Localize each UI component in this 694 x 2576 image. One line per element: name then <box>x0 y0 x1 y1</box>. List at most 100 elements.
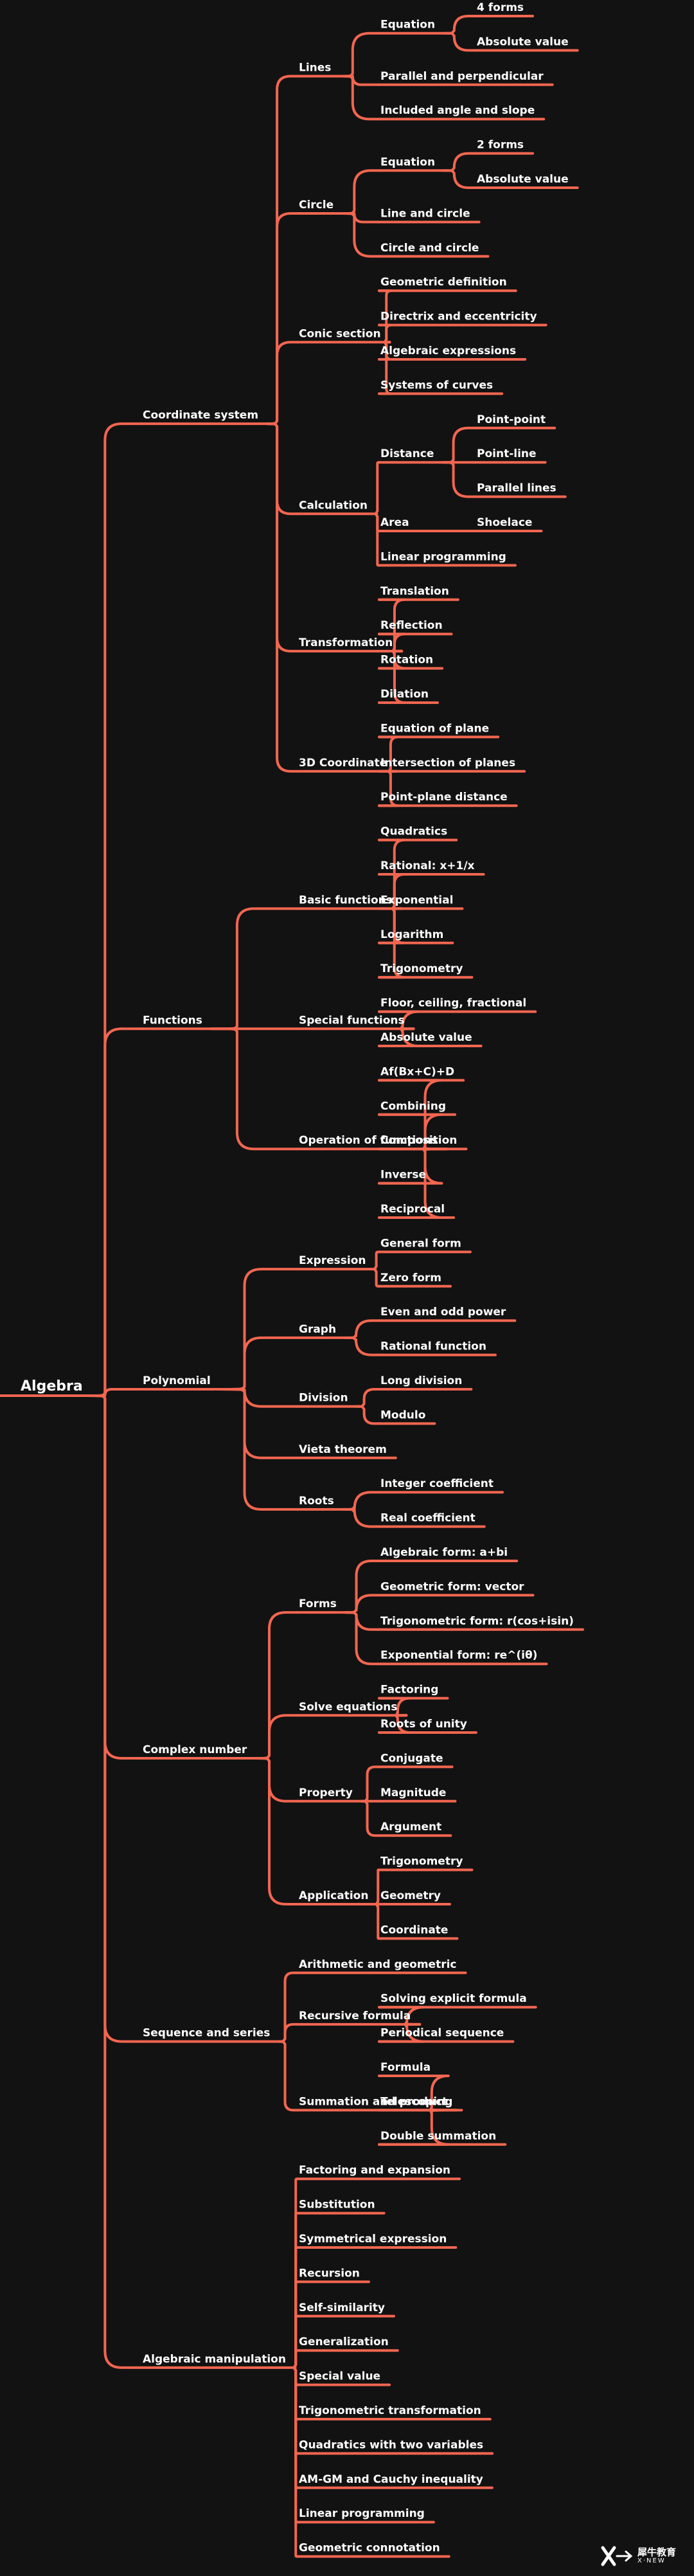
node-included-angle-and-slope: Included angle and slope <box>380 104 535 117</box>
connector-absolute-value <box>443 169 477 189</box>
node-general-form: General form <box>380 1237 461 1250</box>
logo-text-bottom: X·NEW <box>637 2557 666 2564</box>
connector-solve-equations <box>254 1714 299 1760</box>
node-calculation: Calculation <box>299 499 368 512</box>
node-functions: Functions <box>143 1014 202 1027</box>
node-trigonometric-form-r-cos-isin: Trigonometric form: r(cos+isin) <box>380 1615 574 1628</box>
node-linear-programming: Linear programming <box>380 550 506 563</box>
node-af-bx-c-d: Af(Bx+C)+D <box>380 1065 454 1078</box>
node-polynomial: Polynomial <box>143 1374 211 1387</box>
node-magnitude: Magnitude <box>380 1787 446 1799</box>
node-conic-section: Conic section <box>299 327 381 340</box>
connector-graph <box>218 1336 299 1391</box>
node-coordinate-system: Coordinate system <box>143 409 258 422</box>
connector-argument <box>360 1799 380 1837</box>
connector-circle <box>266 212 299 426</box>
connector-modulo <box>355 1405 380 1425</box>
node-formula: Formula <box>380 2061 431 2074</box>
node-zero-form: Zero form <box>380 1272 441 1284</box>
node-geometry: Geometry <box>380 1889 441 1902</box>
node-circle-and-circle: Circle and circle <box>380 242 479 255</box>
node-rational-function: Rational function <box>380 1340 486 1353</box>
connector-even-and-odd-power <box>344 1319 380 1339</box>
node-coordinate: Coordinate <box>380 1923 448 1936</box>
node-parallel-lines: Parallel lines <box>477 482 556 495</box>
node-double-summation: Double summation <box>380 2130 496 2143</box>
node-long-division: Long division <box>380 1374 462 1387</box>
connector-equation <box>339 32 380 78</box>
node-vieta-theorem: Vieta theorem <box>299 1443 387 1456</box>
connector-parallel-lines <box>441 461 477 498</box>
node-algebraic-expressions: Algebraic expressions <box>380 345 516 357</box>
connector-real-coefficient <box>341 1508 380 1528</box>
node-roots-of-unity: Roots of unity <box>380 1718 467 1731</box>
node-property: Property <box>299 1787 353 1799</box>
connector-property <box>254 1757 299 1803</box>
connector-summation-and-product <box>278 2040 299 2112</box>
node-exponential: Exponential <box>380 894 453 906</box>
node-symmetrical-expression: Symmetrical expression <box>299 2233 447 2246</box>
connector-absolute-value <box>443 32 477 52</box>
node-quadratics: Quadratics <box>380 825 447 838</box>
connector-operation-of-functions <box>209 1027 299 1151</box>
connector-generalization <box>293 2349 299 2369</box>
connector-conjugate <box>360 1765 380 1803</box>
x-logo-icon <box>601 2546 633 2566</box>
connector-rational-function <box>344 1336 380 1356</box>
node-trigonometry: Trigonometry <box>380 962 463 975</box>
connector-basic-functions <box>209 907 299 1031</box>
node-composition: Composition <box>380 1134 457 1147</box>
connector-linear-programming <box>375 512 380 567</box>
node-reflection: Reflection <box>380 619 443 632</box>
node-dilation: Dilation <box>380 688 429 701</box>
node-logarithm: Logarithm <box>380 928 443 941</box>
connector-algebraic-manipulation <box>86 1394 143 2369</box>
node-algebraic-form-a-bi: Algebraic form: a+bi <box>380 1546 508 1559</box>
node-combining: Combining <box>380 1100 446 1113</box>
node-3d-coordinate: 3D Coordinate <box>299 757 387 770</box>
node-lines: Lines <box>299 61 331 74</box>
connector-zero-form <box>373 1268 380 1288</box>
node-conjugate: Conjugate <box>380 1752 443 1765</box>
node-equation: Equation <box>380 19 435 32</box>
connector-recursive-formula <box>278 2022 299 2043</box>
node-geometric-connotation: Geometric connotation <box>299 2542 440 2555</box>
node-rotation: Rotation <box>380 654 433 667</box>
node-modulo: Modulo <box>380 1409 425 1421</box>
connector-roots <box>218 1388 299 1511</box>
node-factoring-and-expansion: Factoring and expansion <box>299 2164 450 2177</box>
node-factoring: Factoring <box>380 1684 438 1697</box>
logo-text-top: 犀牛教育 <box>637 2546 676 2558</box>
connector-lines <box>266 75 299 426</box>
connector-expression <box>218 1268 299 1391</box>
connector-algebraic-form-a-bi <box>344 1560 380 1614</box>
brand-logo: 犀牛教育 X·NEW <box>600 2545 676 2567</box>
node-equation: Equation <box>380 156 435 168</box>
connector-general-form <box>373 1250 380 1271</box>
connector-4-forms <box>443 15 477 35</box>
node-absolute-value: Absolute value <box>380 1031 472 1044</box>
node-self-similarity: Self-similarity <box>299 2301 385 2314</box>
node-forms: Forms <box>299 1598 337 1610</box>
node-floor-ceiling-fractional: Floor, ceiling, fractional <box>380 997 526 1010</box>
node-geometric-definition: Geometric definition <box>380 276 507 289</box>
node-complex-number: Complex number <box>143 1743 247 1756</box>
node-special-value: Special value <box>299 2370 380 2383</box>
node-exponential-form-re-i: Exponential form: re^(iθ) <box>380 1649 537 1662</box>
connector-conic-section <box>266 341 299 426</box>
connector-vieta-theorem <box>218 1388 299 1459</box>
root-topic: Algebra <box>21 1378 83 1394</box>
node-area: Area <box>380 516 409 529</box>
node-trigonometry: Trigonometry <box>380 1855 463 1868</box>
connector-trigonometry <box>375 1868 380 1905</box>
node-trigonometric-transformation: Trigonometric transformation <box>299 2404 481 2417</box>
connector-forms <box>254 1611 299 1760</box>
connector-3d-coordinate <box>266 422 299 773</box>
node-shoelace: Shoelace <box>477 516 532 529</box>
node-integer-coefficient: Integer coefficient <box>380 1477 494 1490</box>
node-division: Division <box>299 1392 348 1405</box>
node-4-forms: 4 forms <box>477 1 524 14</box>
connector-integer-coefficient <box>341 1491 380 1511</box>
